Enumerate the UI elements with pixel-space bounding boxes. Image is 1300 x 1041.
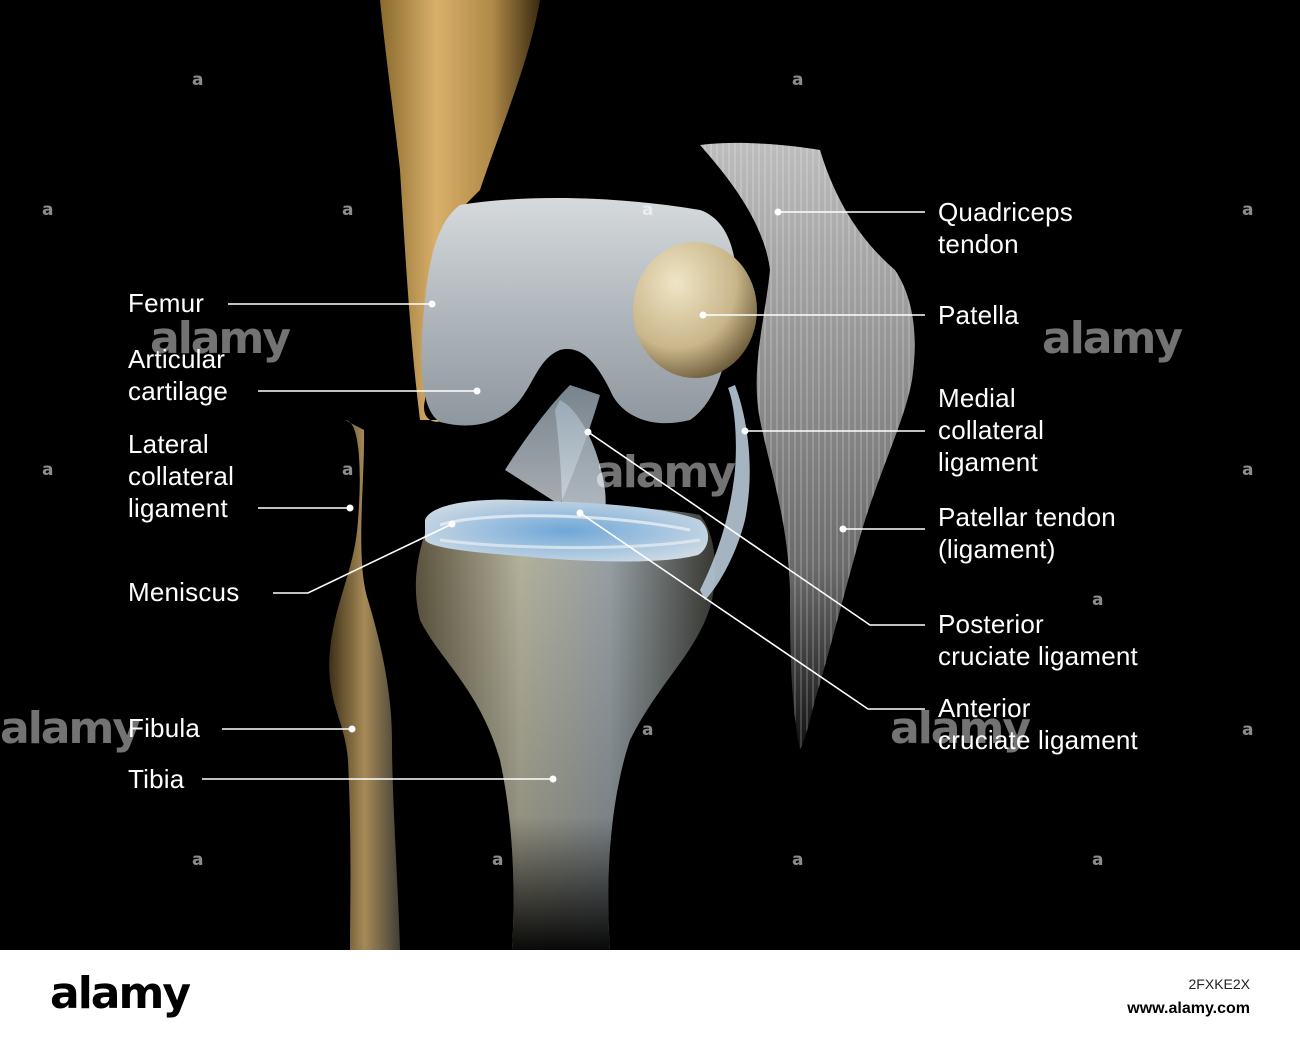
label-lateral-collateral-ligament: Lateral collateral ligament [128,429,235,523]
watermark-glyph: a [1242,720,1254,740]
watermark-glyph: a [1092,590,1104,610]
stock-footer: alamy 2FXKE2X www.alamy.com [0,950,1300,1041]
watermark-logo: alamy [0,703,141,754]
label-medial-collateral-ligament: Medial collateral ligament [938,383,1045,477]
watermark-glyph: a [342,460,354,480]
watermark-logo: alamy [890,703,1031,754]
label-fibula: Fibula [128,713,201,743]
illustration-stage: a a a a a a a a a a a a a a a a alamy al… [0,0,1254,950]
leader-lines [202,211,925,780]
label-anterior-cruciate-ligament: Anterior cruciate ligament [938,693,1138,755]
watermark-glyph: a [192,850,204,870]
label-posterior-cruciate-ligament: Posterior cruciate ligament [938,609,1138,671]
watermark-glyph: a [792,850,804,870]
site-url[interactable]: www.alamy.com [1127,1000,1250,1017]
watermark-glyph: a [192,70,204,90]
watermark-glyph: a [42,460,54,480]
label-femur: Femur [128,288,205,318]
label-patella: Patella [938,300,1019,330]
watermark-glyph: a [792,70,804,90]
watermark-glyph: a [1242,200,1254,220]
watermark-glyph: a [492,850,504,870]
watermark-glyph: a [342,200,354,220]
fibula-bone [329,420,400,950]
label-patellar-tendon: Patellar tendon (ligament) [938,502,1116,564]
image-id: 2FXKE2X [1188,976,1250,992]
watermark-logo: alamy [150,313,291,364]
label-tibia: Tibia [128,764,185,794]
leader-dots [346,208,847,783]
patella-bone [633,242,757,378]
label-meniscus: Meniscus [128,577,240,607]
watermark-glyph: a [1092,850,1104,870]
alamy-logo[interactable]: alamy [50,968,191,1019]
watermark-logo: alamy [595,447,736,498]
watermark-glyph: a [42,200,54,220]
femur-shaft [380,0,540,422]
knee-joint-illustration [202,0,925,950]
femoral-condyles [421,198,737,426]
label-quadriceps-tendon: Quadriceps tendon [938,197,1073,259]
watermark-glyph: a [642,720,654,740]
label-articular-cartilage: Articular cartilage [128,344,229,406]
watermark-glyph: a [1242,460,1254,480]
medial-collateral-ligament-shape [700,385,750,600]
watermark-logo: alamy [1042,313,1183,364]
watermark-glyph: a [642,200,654,220]
